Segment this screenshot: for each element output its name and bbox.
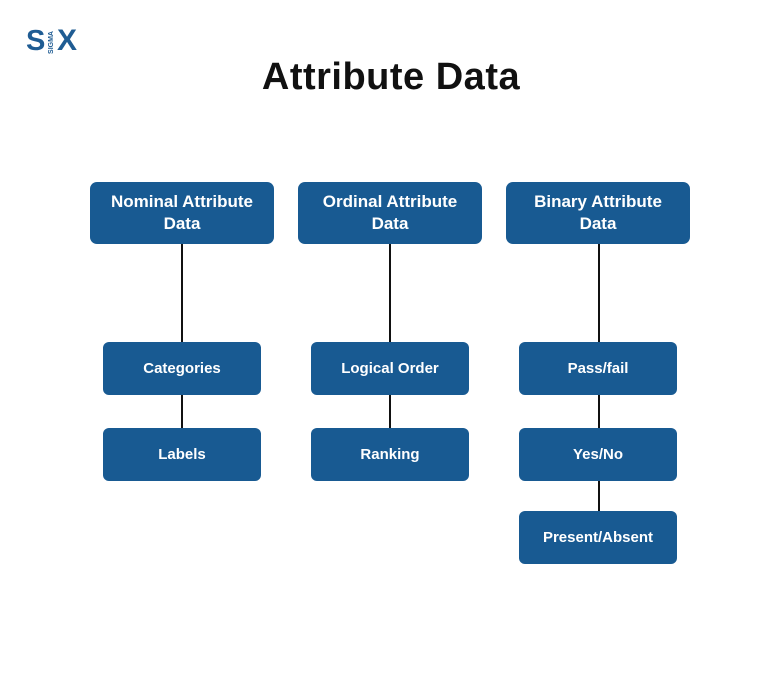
pass-fail-box: Pass/fail	[519, 342, 677, 395]
ordinal-attribute-box: Ordinal Attribute Data	[298, 182, 482, 244]
ranking-box: Ranking	[311, 428, 469, 481]
logical-order-box: Logical Order	[311, 342, 469, 395]
nominal-attribute-box: Nominal Attribute Data	[90, 182, 274, 244]
logo-sigma-text: SIGMA	[48, 31, 55, 54]
binary-attribute-box: Binary Attribute Data	[506, 182, 690, 244]
connector-binary-middle	[598, 395, 600, 428]
connector-binary-bottom	[598, 481, 600, 511]
connector-nominal-top	[181, 244, 183, 342]
present-absent-box: Present/Absent	[519, 511, 677, 564]
connector-nominal-bottom	[181, 395, 183, 428]
six-sigma-logo: S SIGMA X	[26, 24, 82, 57]
logo-letter-x: X	[57, 24, 78, 57]
labels-box: Labels	[103, 428, 261, 481]
connector-ordinal-bottom	[389, 395, 391, 428]
page-title: Attribute Data	[261, 56, 521, 98]
categories-box: Categories	[103, 342, 261, 395]
yes-no-box: Yes/No	[519, 428, 677, 481]
connector-ordinal-top	[389, 244, 391, 342]
logo-letter-s: S	[26, 25, 45, 57]
connector-binary-top	[598, 244, 600, 342]
